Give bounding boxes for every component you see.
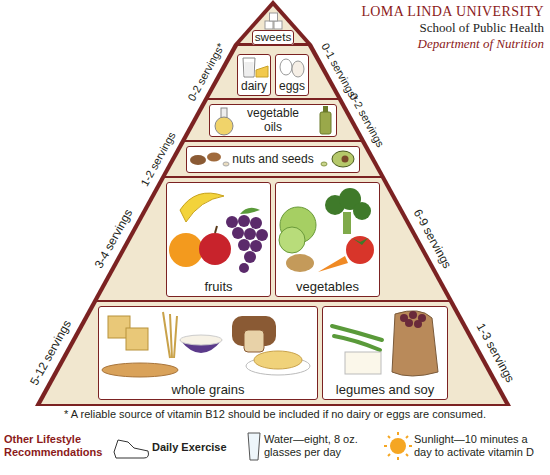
sun-icon xyxy=(390,438,406,454)
sun-rays xyxy=(384,432,412,460)
institution-title: LOMA LINDA UNIVERSITY xyxy=(361,4,544,20)
wheat-stalks xyxy=(163,312,177,358)
avocado xyxy=(332,151,354,167)
tomato-top xyxy=(352,238,368,245)
servings-label: 0-2 servings xyxy=(347,91,386,149)
tier-band xyxy=(98,178,448,300)
recommendation-text: Sunlight—10 minutes a day to activate vi… xyxy=(414,433,546,459)
food-group-box: vegetables xyxy=(275,182,380,297)
food-group-box: dairy xyxy=(237,54,271,96)
department-heading: School of Public Health xyxy=(361,20,544,36)
avocado-pit xyxy=(342,156,349,163)
apple xyxy=(199,233,231,265)
tier-band xyxy=(240,6,306,43)
food-group-box: sweets xyxy=(252,30,294,45)
recommendation-text: Water—eight, 8 oz. glasses per day xyxy=(264,433,382,459)
bread-slice xyxy=(244,330,264,352)
sugar-cube xyxy=(270,13,278,21)
food-group-label: eggs xyxy=(279,80,305,93)
tier-band xyxy=(209,46,337,98)
box-fill xyxy=(322,306,448,400)
box-fill xyxy=(252,30,294,45)
baguette xyxy=(102,363,178,377)
food-group-label: sweets xyxy=(255,31,292,44)
box-fill xyxy=(186,146,360,173)
sugar-cube xyxy=(265,21,273,29)
broccoli-stem xyxy=(343,212,351,234)
box-fill xyxy=(209,104,337,137)
pyramid-outline xyxy=(35,0,511,406)
tomato xyxy=(346,236,374,264)
box-fill xyxy=(237,54,271,96)
milk xyxy=(245,62,254,76)
section-heading: Other Lifestyle Recommendations xyxy=(4,433,112,459)
cracker xyxy=(126,328,148,350)
food-group-label: whole grains xyxy=(172,383,245,397)
title-block: LOMA LINDA UNIVERSITYSchool of Public He… xyxy=(361,4,544,52)
glass-icon xyxy=(248,433,260,460)
apple-stem xyxy=(215,226,217,233)
tofu xyxy=(345,352,381,374)
almond xyxy=(207,153,221,162)
tier-band xyxy=(186,100,360,140)
servings-label: 6-9 servings xyxy=(411,207,454,271)
broccoli xyxy=(353,202,371,220)
rice xyxy=(180,335,222,345)
food-group-box: whole grains xyxy=(98,306,318,400)
food-group-label: nuts and seeds xyxy=(232,153,313,166)
servings-label: 3-4 servings xyxy=(92,207,135,271)
seed xyxy=(223,162,229,166)
footnote: * A reliable source of vitamin B12 shoul… xyxy=(0,408,550,420)
food-group-label: vegetables xyxy=(296,280,359,294)
seed xyxy=(321,162,327,166)
food-group-label: dairy xyxy=(241,80,267,93)
servings-label: 1-3 servings xyxy=(473,321,516,385)
food-group-box: legumes and soy xyxy=(322,306,448,400)
oil-flask xyxy=(215,117,233,135)
carrot xyxy=(318,256,348,272)
department-heading: Department of Nutrition xyxy=(361,36,544,52)
servings-label: 1-2 servings xyxy=(138,130,177,188)
tier-band xyxy=(166,142,380,176)
sugar-cube xyxy=(274,21,282,29)
box-fill xyxy=(98,306,318,400)
recommendation-text: Daily Exercise xyxy=(152,441,244,454)
milk-glass xyxy=(243,58,255,77)
pasta xyxy=(254,351,302,369)
oil-bottle xyxy=(320,112,331,134)
grapes xyxy=(226,215,268,273)
banana xyxy=(180,193,224,222)
almond xyxy=(190,155,206,165)
grape-leaf xyxy=(240,208,260,214)
food-group-label: fruits xyxy=(204,280,232,294)
egg xyxy=(292,61,304,77)
lettuce xyxy=(279,227,305,253)
cheese-wedge xyxy=(256,66,268,77)
food-group-box: vegetable oils xyxy=(209,104,337,137)
box-fill xyxy=(275,182,380,297)
bean-sack xyxy=(392,311,438,376)
box-fill xyxy=(166,182,271,297)
servings-label: 0-2 servings* xyxy=(185,41,227,103)
potato xyxy=(286,254,314,272)
box-fill xyxy=(275,54,309,96)
shoe-icon xyxy=(114,440,149,458)
servings-label: 5-12 servings xyxy=(28,318,74,387)
food-group-label: legumes and soy xyxy=(336,383,434,397)
egg xyxy=(280,59,292,75)
food-group-box: eggs xyxy=(275,54,309,96)
food-group-box: fruits xyxy=(166,182,271,297)
green-beans xyxy=(332,326,382,350)
orange xyxy=(169,233,203,267)
food-group-label: vegetable oils xyxy=(241,107,305,133)
food-group-box: nuts and seeds xyxy=(186,146,360,173)
tier-band xyxy=(41,302,505,404)
beans xyxy=(400,311,426,328)
